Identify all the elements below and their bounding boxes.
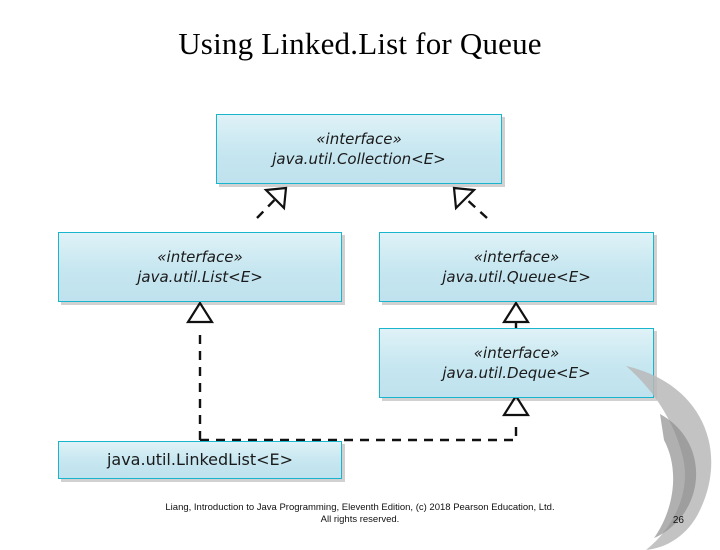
uml-class-name: java.util.List<E> [137, 268, 263, 286]
uml-stereotype: «interface» [157, 248, 243, 266]
uml-box-linkedlist: java.util.LinkedList<E> [58, 441, 342, 479]
uml-box-list: «interface» java.util.List<E> [58, 232, 342, 302]
uml-class-name: java.util.Queue<E> [442, 268, 591, 286]
uml-class-name: java.util.Deque<E> [442, 364, 591, 382]
uml-class-name: java.util.LinkedList<E> [106, 450, 294, 469]
uml-stereotype: «interface» [316, 130, 402, 148]
page-number: 26 [672, 515, 684, 526]
footer-line-1: Liang, Introduction to Java Programming,… [165, 502, 555, 513]
slide-footer: Liang, Introduction to Java Programming,… [0, 502, 720, 526]
uml-stereotype: «interface» [473, 248, 560, 266]
uml-box-deque: «interface» java.util.Deque<E> [379, 328, 654, 398]
uml-stereotype: «interface» [473, 344, 560, 362]
uml-box-collection: «interface» java.util.Collection<E> [216, 114, 502, 184]
page-title: Using Linked.List for Queue [178, 26, 542, 61]
uml-class-name: java.util.Collection<E> [272, 150, 446, 168]
footer-line-2: All rights reserved. [320, 514, 400, 525]
uml-box-queue: «interface» java.util.Queue<E> [379, 232, 654, 302]
